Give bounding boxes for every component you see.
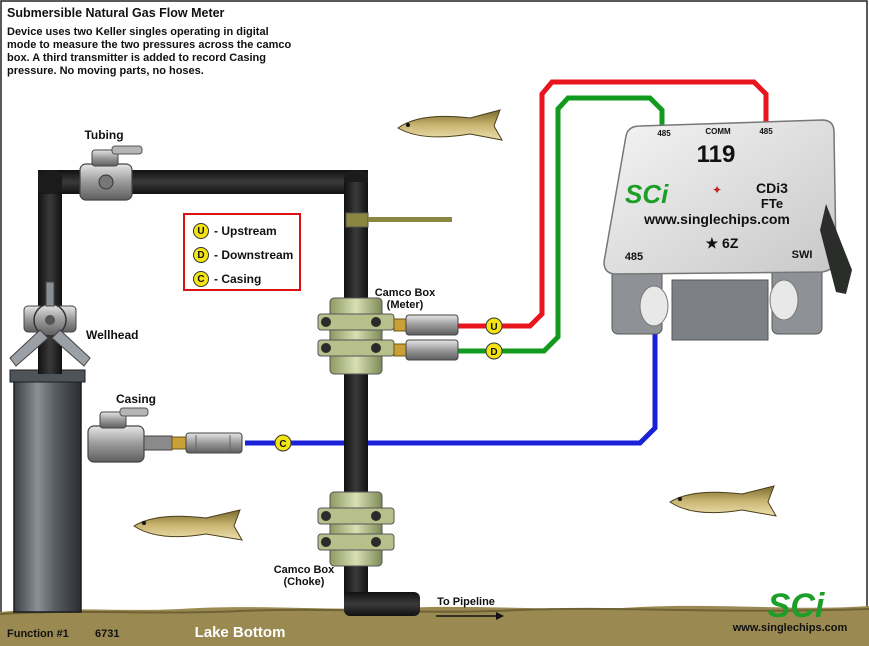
description-line: pressure. No moving parts, no hoses. xyxy=(7,65,204,77)
maple-leaf-icon: ✦ xyxy=(712,183,722,197)
diagram-title: Submersible Natural Gas Flow Meter xyxy=(7,6,225,20)
casing-valve xyxy=(87,407,173,463)
legend-marker: C xyxy=(193,271,209,287)
device-number: 119 xyxy=(697,141,736,168)
device-port-label: 485 xyxy=(657,129,671,138)
tubing-pipe xyxy=(38,178,62,374)
device-model: FTe xyxy=(761,196,783,211)
legend: U - Upstream D - Downstream C - Casing xyxy=(183,213,301,291)
to-pipeline-label: To Pipeline xyxy=(437,596,495,608)
wellhead-label: Wellhead xyxy=(86,328,138,342)
device-model: CDi3 xyxy=(756,180,788,196)
walleye-fish xyxy=(133,509,243,541)
legend-label: - Upstream xyxy=(214,224,277,238)
footer-url: www.singlechips.com xyxy=(732,622,848,634)
device-code: ★ 6Z xyxy=(706,235,739,251)
camco-meter-label: Camco Box xyxy=(375,287,436,299)
outlet-pipe xyxy=(344,592,420,616)
arrow-right-icon xyxy=(436,612,504,620)
legend-label: - Casing xyxy=(214,272,262,286)
wellhead-valve xyxy=(9,281,91,367)
camco-box-meter xyxy=(317,297,395,375)
casing-marker: C xyxy=(274,434,292,452)
svg-text:D: D xyxy=(490,347,497,358)
upstream-wire xyxy=(457,79,769,329)
downstream-transmitter xyxy=(393,339,459,361)
tubing-label: Tubing xyxy=(84,128,123,142)
function-label: Function #1 xyxy=(7,628,69,640)
description-line: mode to measure the two pressures across… xyxy=(7,39,292,51)
device-port-label: 485 xyxy=(759,127,773,136)
casing-label: Casing xyxy=(116,392,156,406)
legend-item-upstream: U - Upstream xyxy=(193,222,277,240)
casing-wire xyxy=(245,320,658,446)
legend-marker: U xyxy=(193,223,209,239)
tubing-valve xyxy=(79,145,143,201)
device-port-label: SWI xyxy=(792,249,813,261)
pipe-elbow xyxy=(38,170,62,194)
camco-choke-label: Camco Box xyxy=(274,564,335,576)
upstream-transmitter xyxy=(393,314,459,336)
sci-logo: SCi xyxy=(768,587,826,625)
cdi3-device: 485 COMM 485 119 SCi ✦ CDi3 FTe www.sing… xyxy=(603,119,852,341)
legend-item-downstream: D - Downstream xyxy=(193,246,293,264)
tap-stub xyxy=(368,217,452,222)
lake-bottom-ground xyxy=(0,605,869,646)
device-brand: SCi xyxy=(625,179,669,209)
device-port-label: COMM xyxy=(705,127,731,136)
walleye-fish xyxy=(397,109,503,141)
upstream-marker: U xyxy=(485,317,503,335)
camco-meter-label: (Meter) xyxy=(387,299,424,311)
device-url: www.singlechips.com xyxy=(643,211,790,227)
legend-label: - Downstream xyxy=(214,248,294,262)
description-line: box. A third transmitter is added to rec… xyxy=(7,52,266,64)
well-casing xyxy=(13,373,82,613)
downstream-wire xyxy=(457,95,665,354)
camco-choke-label: (Choke) xyxy=(284,576,325,588)
camco-box-choke xyxy=(317,491,395,567)
pipe-tap xyxy=(345,212,369,228)
casing-transmitter xyxy=(171,432,243,454)
svg-text:U: U xyxy=(490,322,497,333)
lake-bottom-label: Lake Bottom xyxy=(195,624,286,641)
description-line: Device uses two Keller singles operating… xyxy=(7,26,269,38)
walleye-fish xyxy=(669,485,777,517)
function-number: 6731 xyxy=(95,628,119,640)
legend-marker: D xyxy=(193,247,209,263)
downstream-marker: D xyxy=(485,342,503,360)
svg-text:C: C xyxy=(279,439,286,450)
legend-item-casing: C - Casing xyxy=(193,270,261,288)
device-port-label: 485 xyxy=(625,251,643,263)
